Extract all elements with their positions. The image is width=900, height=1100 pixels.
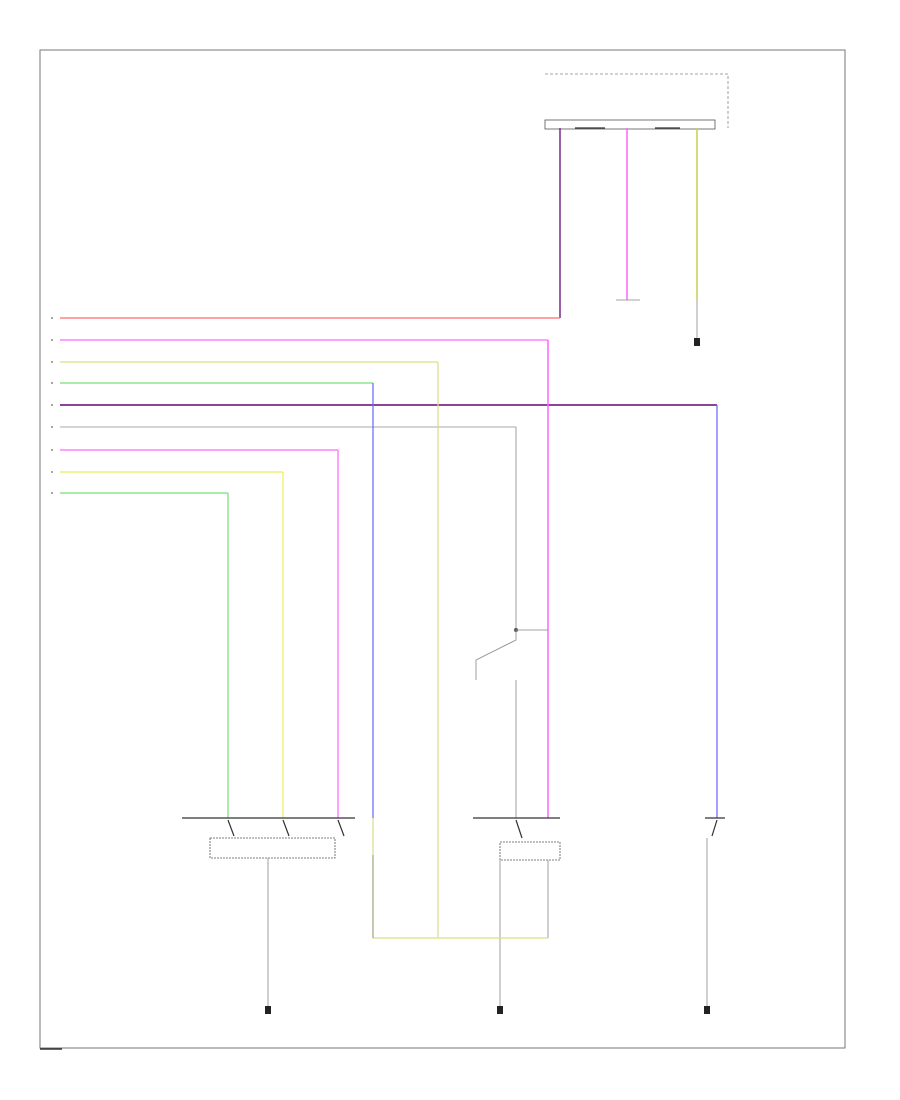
top-bus-line xyxy=(545,73,729,128)
connector-dot-pink-2 xyxy=(51,449,53,451)
right-switch-icon xyxy=(711,819,718,837)
left-switch-assembly xyxy=(182,817,355,1014)
right-ground-icon xyxy=(704,1006,710,1014)
left-switch-box xyxy=(209,837,336,859)
connector-dot-red xyxy=(51,317,53,319)
connector-dot-yellow xyxy=(51,471,53,473)
diagram-frame xyxy=(39,49,846,1049)
connector-dot-tan xyxy=(51,361,53,363)
connector-icon xyxy=(51,317,53,494)
middle-ground-icon xyxy=(497,1006,503,1014)
connector-dot-green-1 xyxy=(51,382,53,384)
connector-dot-gray xyxy=(51,426,53,428)
gray-splice-to-ground xyxy=(475,630,517,680)
ground-icon xyxy=(694,338,700,346)
top-connector-block xyxy=(544,119,716,130)
switch-icon xyxy=(227,819,235,837)
connector-dot-purple xyxy=(51,404,53,406)
middle-switch-icon xyxy=(515,819,523,839)
connector-dot-pink-1 xyxy=(51,339,53,341)
switch-icon-2 xyxy=(282,819,290,837)
harness-left-connectors xyxy=(60,317,717,494)
middle-switch-box xyxy=(499,841,561,861)
middle-switch-assembly xyxy=(473,817,561,1014)
right-switch-assembly xyxy=(704,817,725,1014)
switch-icon-3 xyxy=(337,819,345,837)
connector-dot-green-2 xyxy=(51,492,53,494)
left-ground-icon xyxy=(265,1006,271,1014)
